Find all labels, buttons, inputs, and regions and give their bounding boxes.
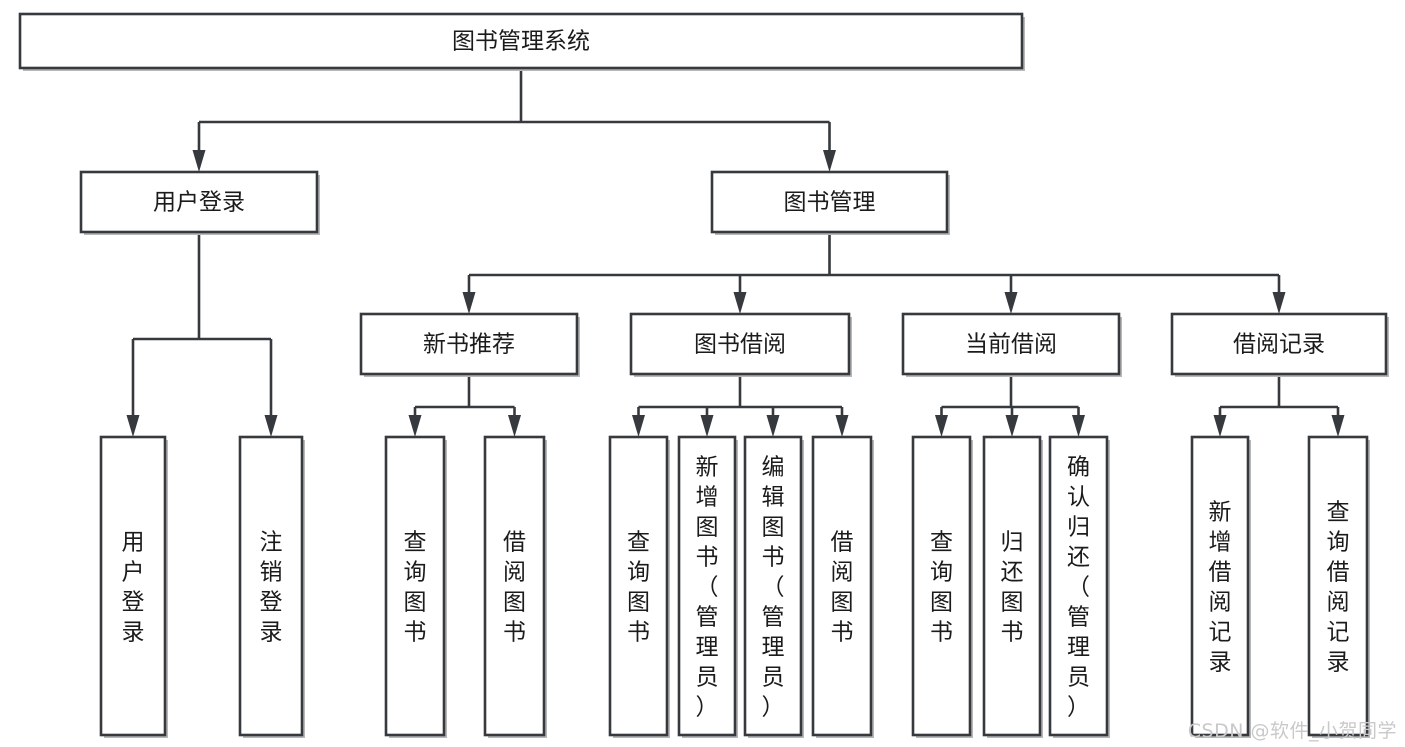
node-label: 用户登录 (122, 529, 145, 645)
arrow-head-icon (823, 150, 836, 172)
node-box[interactable] (1170, 312, 1388, 376)
edge-group-user-login (126, 232, 278, 437)
arrow-head-icon (192, 150, 206, 172)
node-box[interactable] (1190, 435, 1250, 737)
arrow-head-icon (508, 415, 521, 437)
arrow-head-icon (835, 415, 849, 437)
node-box[interactable] (359, 312, 579, 376)
arrow-head-icon (1072, 415, 1085, 437)
node-new-book-rec[interactable]: 新书推荐 (359, 312, 580, 377)
node-box[interactable] (1048, 435, 1109, 737)
node-user-login[interactable]: 用户登录 (79, 170, 320, 235)
arrow-head-icon (766, 415, 780, 437)
node-book-manage[interactable]: 图书管理 (710, 170, 950, 235)
node-label: 借阅记录 (1233, 332, 1325, 358)
node-leaf-return-book[interactable]: 归还图书 (982, 435, 1043, 738)
arrow-head-icon (935, 415, 948, 437)
node-leaf-query-book-2[interactable]: 查询图书 (608, 435, 670, 738)
node-label: 借阅图书 (831, 529, 854, 645)
node-label: 图书管理系统 (452, 29, 590, 55)
node-borrow-record[interactable]: 借阅记录 (1170, 312, 1389, 377)
arrow-head-icon (1213, 415, 1227, 437)
arrow-head-icon (1004, 292, 1018, 314)
node-leaf-query-record[interactable]: 查询借阅记录 (1307, 435, 1370, 738)
edge-group-new-book-rec (408, 374, 521, 437)
node-box[interactable] (901, 312, 1121, 376)
node-leaf-user-logout[interactable]: 注销登录 (238, 435, 305, 738)
edge-group-borrow-record (1213, 374, 1345, 437)
node-label: 查询图书 (404, 529, 427, 645)
watermark-text: CSDN @软件_小贺同学 (1187, 720, 1397, 742)
arrow-head-icon (264, 415, 278, 437)
node-box[interactable] (629, 312, 851, 376)
node-label: 图书管理 (784, 190, 876, 216)
arrow-head-icon (1272, 292, 1286, 314)
node-box[interactable] (384, 435, 446, 737)
node-box[interactable] (608, 435, 669, 737)
node-leaf-add-book[interactable]: 新增图书（管理员） (677, 435, 738, 738)
node-label: 编辑图书（管理员） (762, 454, 785, 720)
node-leaf-borrow-book-2[interactable]: 借阅图书 (811, 435, 874, 738)
node-leaf-query-book-1[interactable]: 查询图书 (384, 435, 447, 738)
node-box[interactable] (1307, 435, 1369, 737)
arrow-head-icon (733, 292, 747, 314)
node-leaf-edit-book[interactable]: 编辑图书（管理员） (743, 435, 804, 738)
connector-edges (126, 68, 1345, 437)
node-box[interactable] (79, 170, 319, 234)
node-label: 新增图书（管理员） (696, 454, 719, 720)
node-label: 图书借阅 (694, 332, 786, 358)
arrow-head-icon (462, 292, 476, 314)
node-leaf-add-record[interactable]: 新增借阅记录 (1190, 435, 1251, 738)
diagram-nodes: 图书管理系统用户登录图书管理新书推荐图书借阅当前借阅借阅记录用户登录注销登录查询… (18, 12, 1389, 738)
node-leaf-confirm-return[interactable]: 确认归还（管理员） (1048, 435, 1110, 738)
node-label: 注销登录 (260, 529, 283, 645)
node-label: 归还图书 (1001, 529, 1024, 645)
node-label: 新增借阅记录 (1209, 499, 1232, 675)
node-box[interactable] (743, 435, 803, 737)
arrow-head-icon (408, 415, 422, 437)
node-root[interactable]: 图书管理系统 (18, 12, 1025, 71)
node-box[interactable] (99, 435, 167, 737)
node-box[interactable] (483, 435, 546, 737)
node-label: 当前借阅 (965, 332, 1057, 358)
node-box[interactable] (18, 12, 1024, 70)
node-box[interactable] (911, 435, 972, 737)
edge-group-book-manage (462, 232, 1286, 314)
node-box[interactable] (238, 435, 304, 737)
node-label: 新书推荐 (423, 332, 515, 358)
node-leaf-query-book-3[interactable]: 查询图书 (911, 435, 973, 738)
node-label: 确认归还（管理员） (1067, 454, 1090, 720)
node-leaf-user-login[interactable]: 用户登录 (99, 435, 168, 738)
node-leaf-borrow-book-1[interactable]: 借阅图书 (483, 435, 547, 738)
node-current-borrow[interactable]: 当前借阅 (901, 312, 1122, 377)
node-box[interactable] (982, 435, 1042, 737)
arrow-head-icon (126, 415, 140, 437)
arrow-head-icon (700, 415, 714, 437)
node-box[interactable] (677, 435, 737, 737)
arrow-head-icon (1005, 415, 1019, 437)
arrow-head-icon (632, 415, 645, 437)
node-book-borrow[interactable]: 图书借阅 (629, 312, 852, 377)
edge-group-current-borrow (935, 374, 1085, 437)
node-label: 查询图书 (930, 529, 953, 645)
node-box[interactable] (710, 170, 949, 234)
edge-group-book-borrow (632, 374, 849, 437)
node-box[interactable] (811, 435, 873, 737)
node-label: 查询借阅记录 (1327, 499, 1350, 675)
node-label: 用户登录 (153, 190, 245, 216)
node-label: 查询图书 (627, 529, 650, 645)
arrow-head-icon (1331, 415, 1345, 437)
edge-group-root (192, 68, 836, 172)
node-label: 借阅图书 (503, 529, 526, 645)
